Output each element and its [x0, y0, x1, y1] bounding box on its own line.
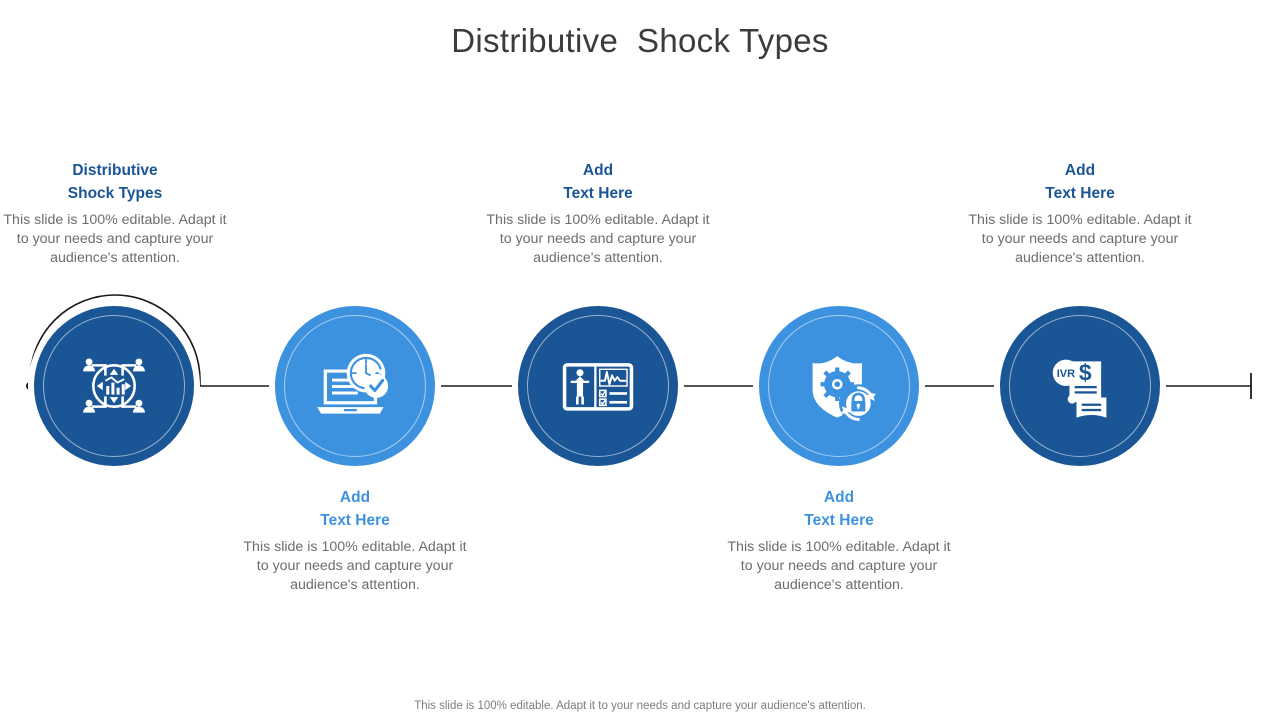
step-1-body: This slide is 100% editable. Adapt it to… — [3, 211, 227, 267]
step-4-circle-wrap — [759, 306, 919, 466]
step-4-circle[interactable] — [759, 306, 919, 466]
step-5-inner-ring — [1009, 315, 1151, 457]
step-1-textblock: Distributive Shock Types This slide is 1… — [0, 160, 230, 268]
step-5-body: This slide is 100% editable. Adapt it to… — [968, 211, 1192, 267]
step-1-circle-wrap — [34, 306, 194, 466]
step-5-circle-wrap: $ IVR — [1000, 306, 1160, 466]
laptop-clock-check-icon — [317, 353, 389, 414]
step-3-inner-ring — [527, 315, 669, 457]
step-2-circle-wrap — [275, 306, 435, 466]
footer-note: This slide is 100% editable. Adapt it to… — [414, 700, 866, 712]
ivr-badge-label: IVR — [1057, 368, 1075, 380]
step-5-textblock: Add Text Here This slide is 100% editabl… — [965, 160, 1195, 268]
step-4-textblock: Add Text Here This slide is 100% editabl… — [724, 487, 954, 595]
ivr-invoice-icon: $ IVR — [1052, 359, 1107, 418]
step-3-circle-wrap — [518, 306, 678, 466]
step-1-inner-ring — [43, 315, 185, 457]
step-2-inner-ring — [284, 315, 426, 457]
step-1-circle[interactable] — [34, 306, 194, 466]
step-3-body: This slide is 100% editable. Adapt it to… — [486, 211, 710, 267]
step-3-circle[interactable] — [518, 306, 678, 466]
step-4-heading: Add Text Here — [804, 489, 874, 529]
dollar-symbol: $ — [1079, 360, 1092, 386]
step-5-heading: Add Text Here — [1045, 162, 1115, 202]
step-3-heading: Add Text Here — [563, 162, 633, 202]
step-node-5[interactable]: $ IVR — [980, 306, 1180, 466]
step-4-body: This slide is 100% editable. Adapt it to… — [727, 538, 951, 594]
patient-monitor-icon — [562, 363, 634, 411]
step-node-1[interactable] — [14, 306, 214, 466]
network-analytics-icon — [83, 358, 145, 413]
shield-gear-lock-icon — [812, 356, 878, 423]
step-5-circle[interactable]: $ IVR — [1000, 306, 1160, 466]
step-1-heading: Distributive Shock Types — [67, 162, 163, 202]
step-node-2[interactable] — [255, 306, 455, 466]
step-node-4[interactable] — [739, 306, 939, 466]
step-3-textblock: Add Text Here This slide is 100% editabl… — [483, 160, 713, 268]
step-2-textblock: Add Text Here This slide is 100% editabl… — [240, 487, 470, 595]
step-2-heading: Add Text Here — [320, 489, 390, 529]
step-2-body: This slide is 100% editable. Adapt it to… — [243, 538, 467, 594]
step-4-inner-ring — [768, 315, 910, 457]
step-2-circle[interactable] — [275, 306, 435, 466]
step-node-3[interactable] — [498, 306, 698, 466]
page-title: Distributive Shock Types — [451, 22, 829, 59]
